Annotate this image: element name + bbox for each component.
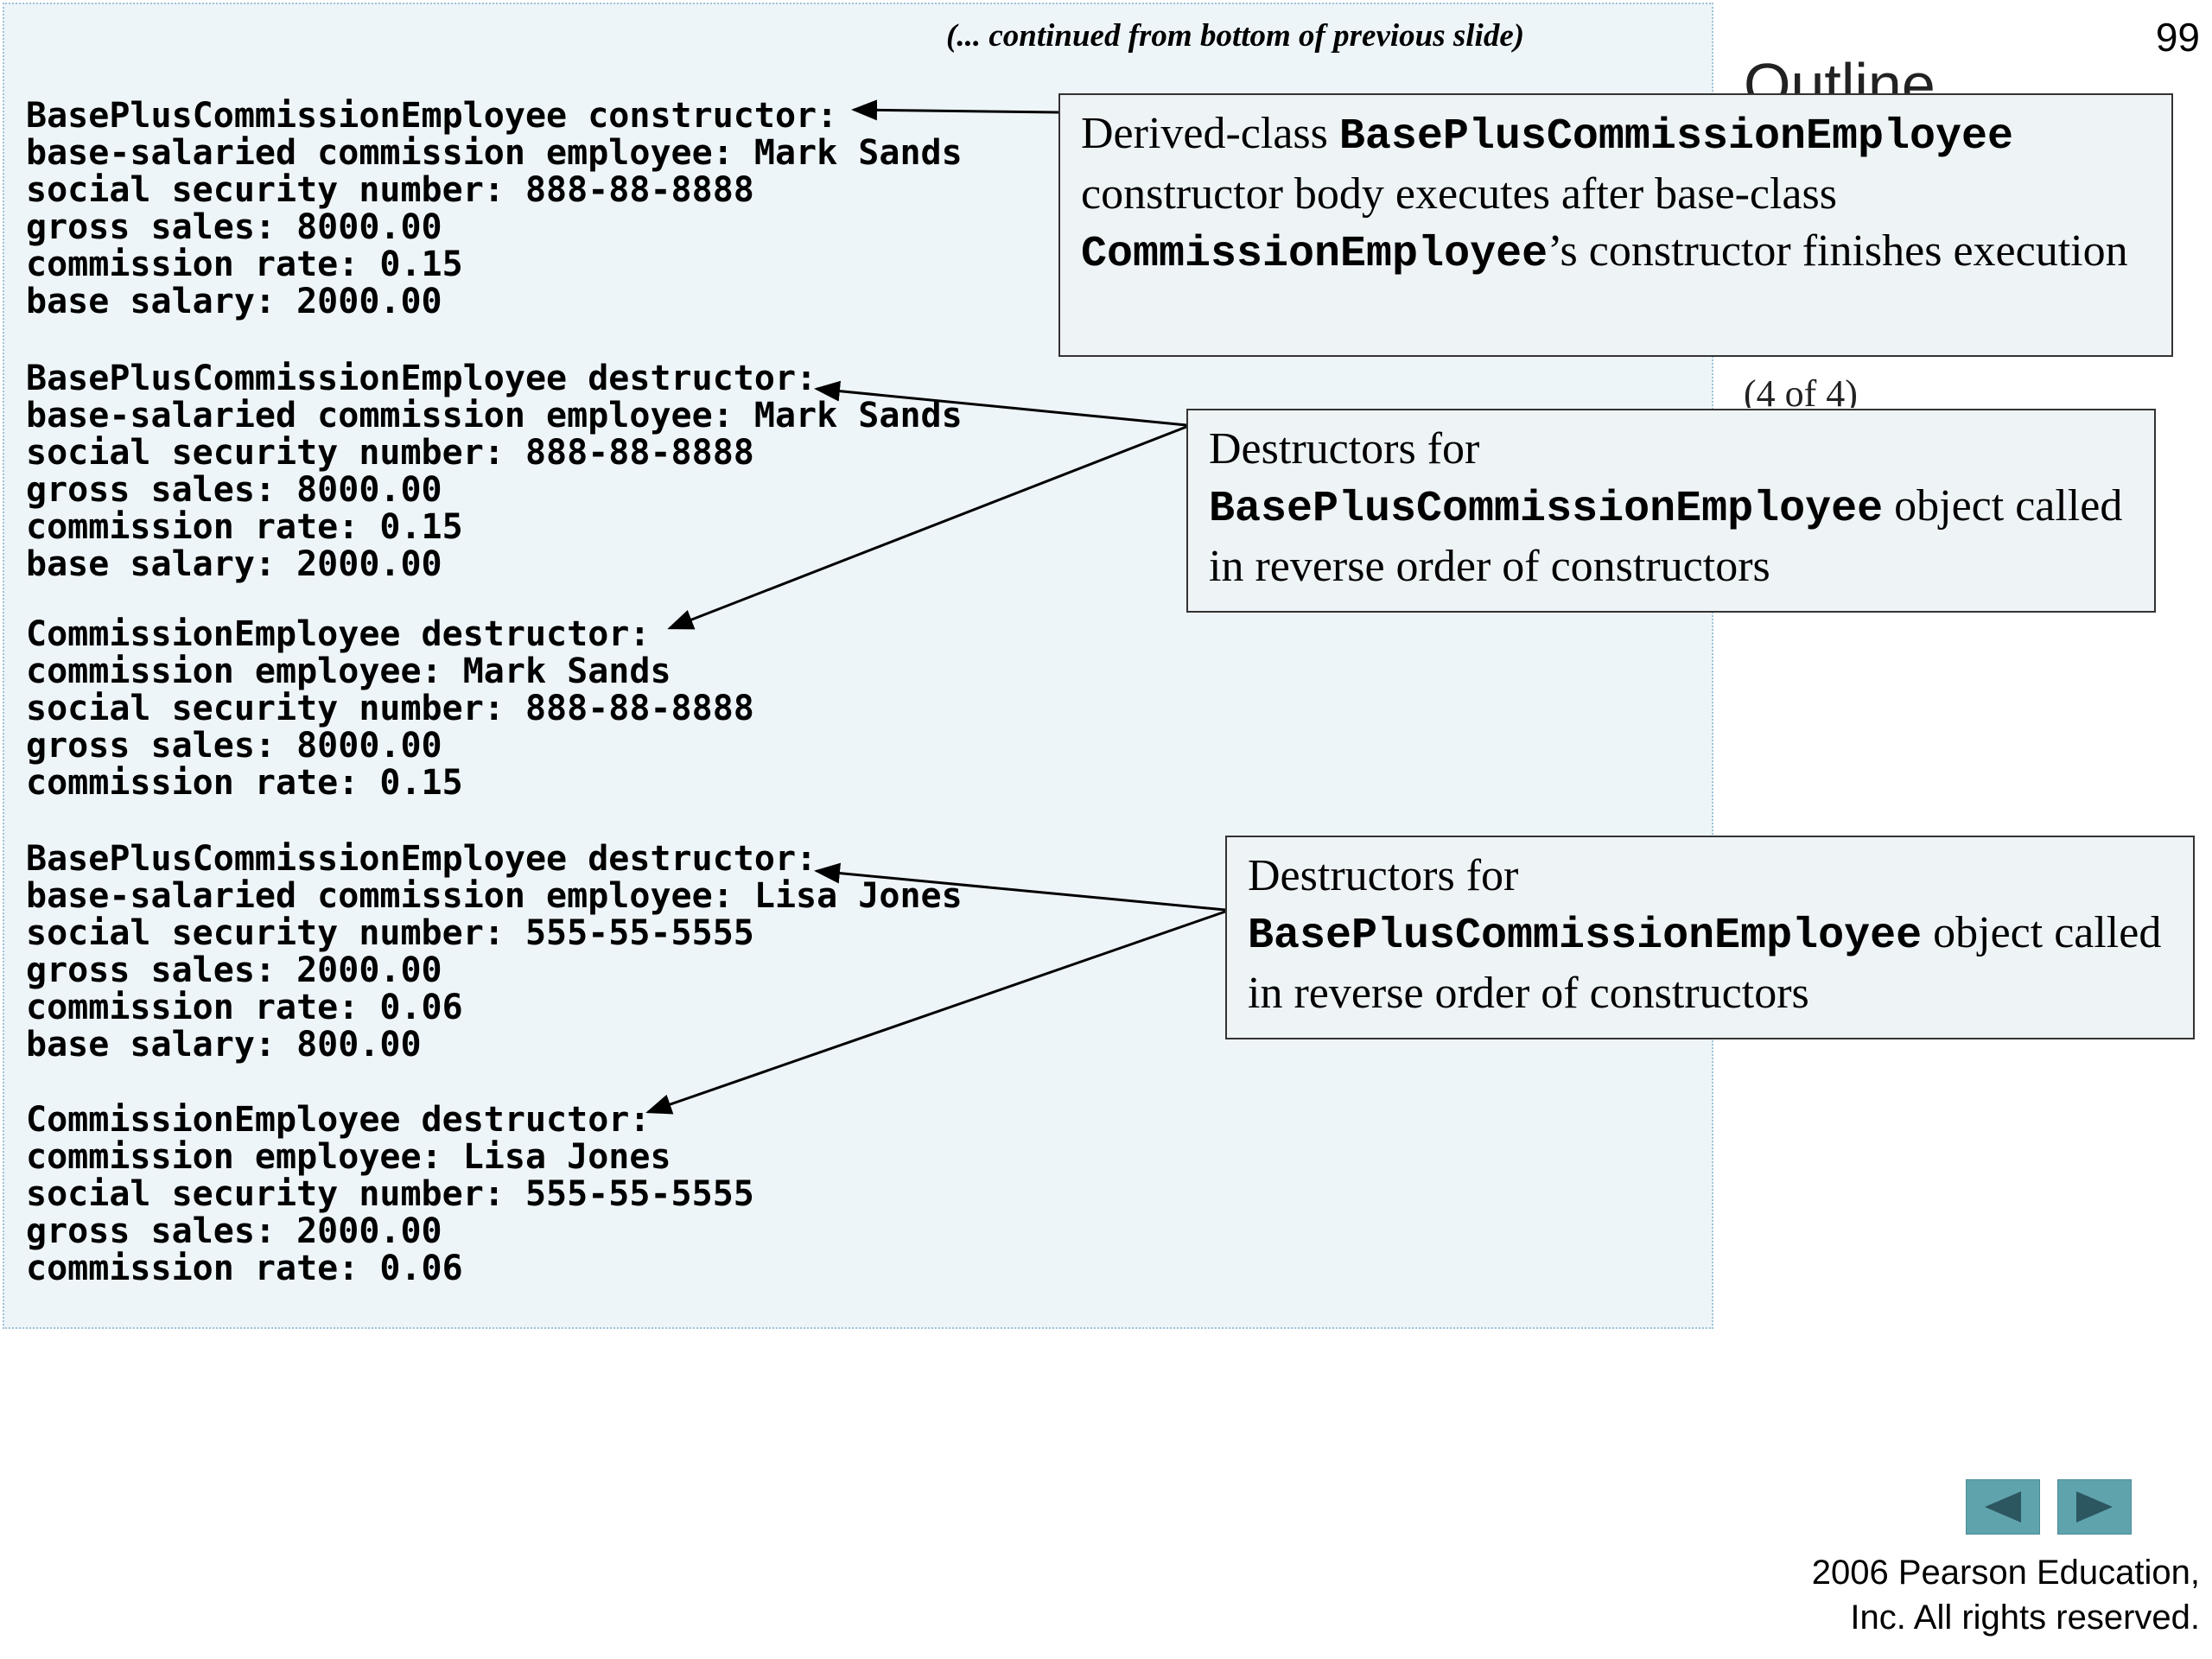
output-header: BasePlusCommissionEmployee constructor:	[26, 96, 838, 136]
output-line: commission rate: 0.06	[26, 1249, 463, 1288]
output-header: BasePlusCommissionEmployee destructor:	[26, 359, 817, 398]
output-line: social security number: 888-88-8888	[26, 170, 754, 210]
page-number: 99	[2155, 15, 2200, 60]
output-line: commission rate: 0.15	[26, 245, 463, 284]
slide-subtitle: (4 of 4)	[1744, 373, 1858, 408]
right-triangle-icon	[2076, 1491, 2113, 1522]
output-line: commission rate: 0.15	[26, 507, 463, 547]
output-line: base salary: 800.00	[26, 1025, 422, 1065]
outline-title: Outline	[1744, 51, 1936, 95]
copyright-line-2: Inc. All rights reserved.	[1850, 1599, 2200, 1637]
copyright-line-1: 2006 Pearson Education,	[1811, 1554, 2200, 1592]
output-block-destructor-lisa-commission: CommissionEmployee destructor: commissio…	[26, 1102, 754, 1287]
output-line: commission rate: 0.15	[26, 763, 463, 803]
output-block-destructor-mark-base-plus: BasePlusCommissionEmployee destructor: b…	[26, 360, 963, 583]
continued-note: (... continued from bottom of previous s…	[946, 18, 1525, 54]
copyright: 2006 Pearson Education, Inc. All rights …	[1812, 1550, 2200, 1640]
output-line: social security number: 888-88-8888	[26, 433, 754, 473]
output-block-destructor-mark-commission: CommissionEmployee destructor: commissio…	[26, 616, 754, 802]
output-line: gross sales: 2000.00	[26, 950, 442, 990]
previous-slide-button[interactable]	[1966, 1479, 2040, 1535]
output-line: gross sales: 8000.00	[26, 470, 442, 510]
output-header: BasePlusCommissionEmployee destructor:	[26, 839, 817, 879]
output-line: base salary: 2000.00	[26, 544, 442, 584]
callout-constructor-order: Derived-class BasePlusCommissionEmployee…	[1058, 93, 2173, 357]
output-line: social security number: 888-88-8888	[26, 689, 754, 728]
output-line: social security number: 555-55-5555	[26, 1174, 754, 1214]
callout-destructors-mark: Destructors for BasePlusCommissionEmploy…	[1186, 409, 2156, 613]
output-line: base-salaried commission employee: Mark …	[26, 133, 963, 173]
output-block-constructor: BasePlusCommissionEmployee constructor: …	[26, 98, 963, 321]
output-line: social security number: 555-55-5555	[26, 913, 754, 953]
next-slide-button[interactable]	[2057, 1479, 2132, 1535]
output-line: base salary: 2000.00	[26, 282, 442, 321]
output-line: gross sales: 8000.00	[26, 726, 442, 766]
output-line: commission employee: Lisa Jones	[26, 1137, 671, 1177]
output-header: CommissionEmployee destructor:	[26, 614, 651, 654]
output-line: base-salaried commission employee: Lisa …	[26, 876, 963, 916]
output-header: CommissionEmployee destructor:	[26, 1100, 651, 1140]
callout-destructors-lisa: Destructors for BasePlusCommissionEmploy…	[1225, 836, 2195, 1039]
output-line: commission employee: Mark Sands	[26, 652, 671, 691]
output-block-destructor-lisa-base-plus: BasePlusCommissionEmployee destructor: b…	[26, 841, 963, 1064]
output-line: commission rate: 0.06	[26, 988, 463, 1027]
output-line: gross sales: 2000.00	[26, 1211, 442, 1251]
output-line: base-salaried commission employee: Mark …	[26, 396, 963, 435]
left-triangle-icon	[1985, 1491, 2021, 1522]
output-line: gross sales: 8000.00	[26, 207, 442, 247]
